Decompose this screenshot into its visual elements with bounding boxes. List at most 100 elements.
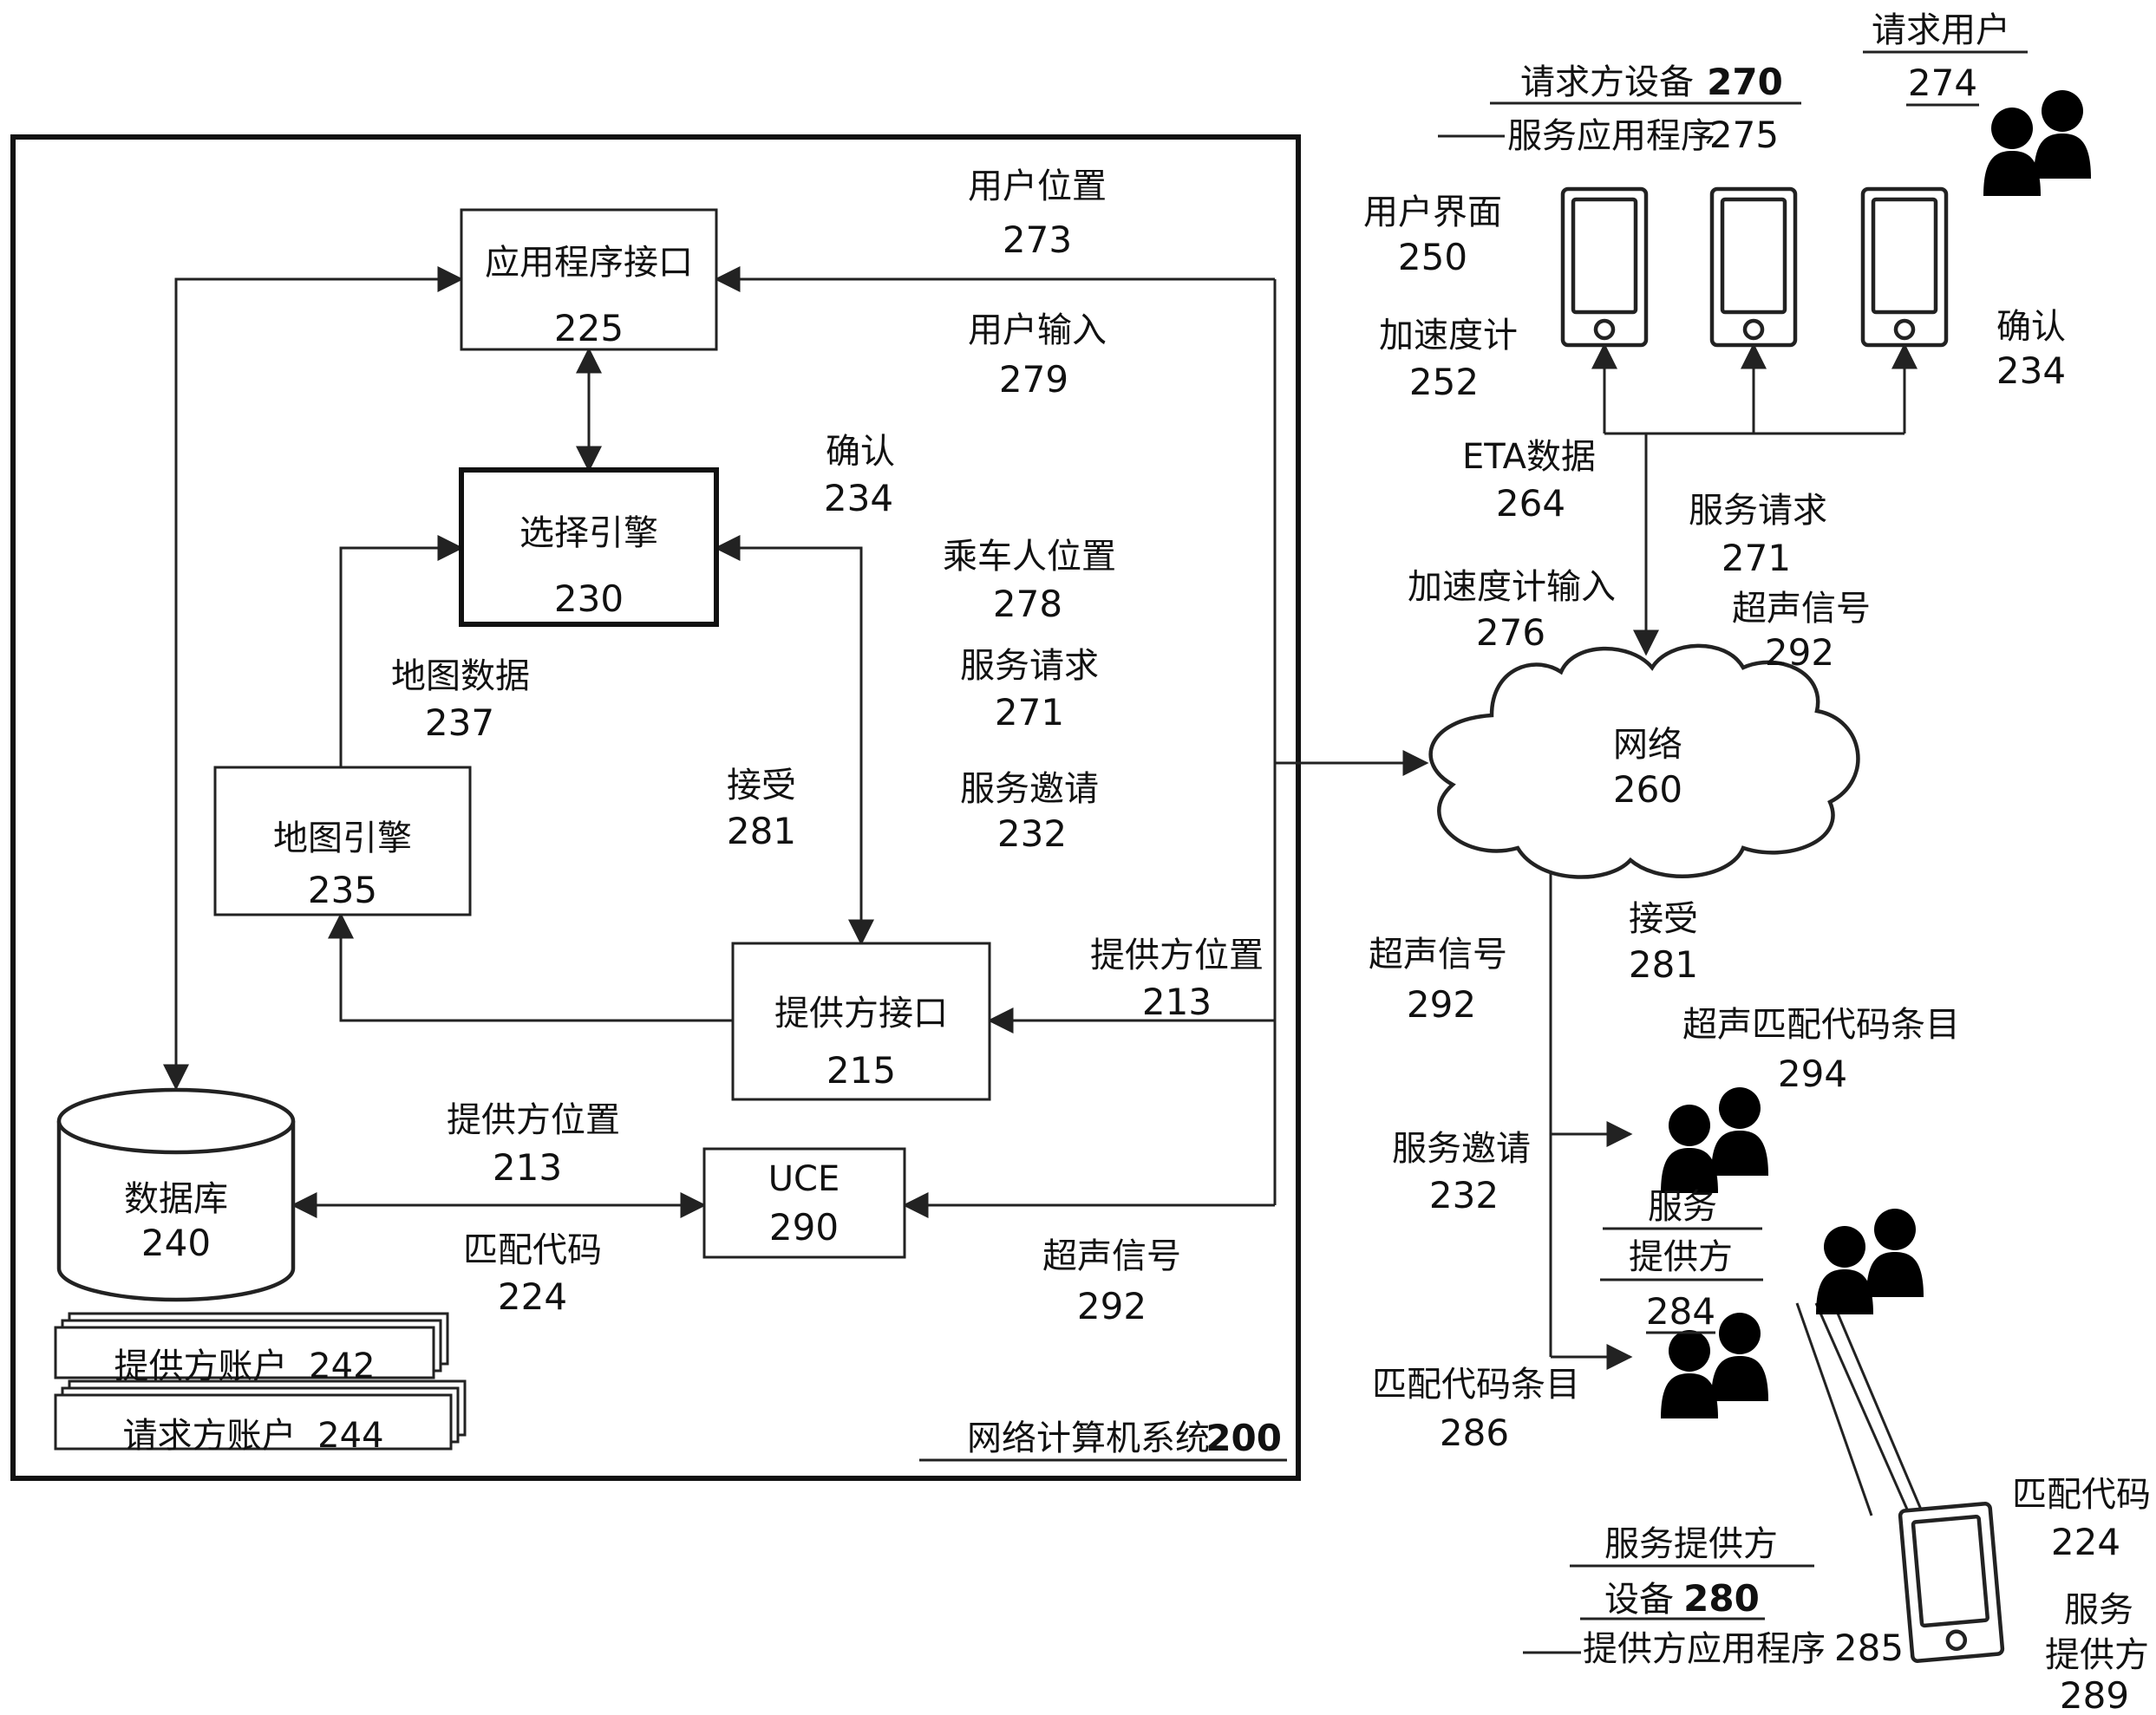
accelerometer-input-label: 加速度计输入 <box>1408 567 1616 607</box>
service-invite-inner-label: 服务邀请 <box>960 769 1099 809</box>
uce-num: 290 <box>769 1206 839 1249</box>
people-icon <box>1983 90 2091 196</box>
match-code-entry-num: 286 <box>1440 1412 1509 1454</box>
uce-label: UCE <box>768 1159 840 1199</box>
ultrasonic-match-entry-label: 超声匹配代码条目 <box>1682 1005 1960 1045</box>
accept-right-num: 281 <box>1629 943 1698 986</box>
requester-user-num: 274 <box>1908 62 1977 104</box>
arrow-db-app <box>163 266 464 1091</box>
provider-interface-node: 提供方接口 215 <box>731 942 991 1101</box>
user-location-label: 用户位置 <box>968 166 1107 206</box>
service-invite-right-num: 232 <box>1429 1174 1499 1216</box>
provider-289-line1: 服务 <box>2064 1590 2133 1630</box>
map-data-num: 237 <box>425 701 494 744</box>
requester-accounts-stack: 请求方账户 244 <box>54 1379 467 1456</box>
people-icon <box>1816 1209 1924 1314</box>
provider-accounts-stack: 提供方账户 242 <box>54 1312 449 1386</box>
ultrasonic-top-label: 超声信号 <box>1732 589 1871 629</box>
selection-engine-label: 选择引擎 <box>519 513 658 553</box>
eta-data-num: 264 <box>1496 482 1565 525</box>
app-interface-label: 应用程序接口 <box>485 243 693 283</box>
outer-labels: 请求用户 274 请求方设备 270 服务应用程序 275 用户界面 250 加… <box>1363 10 2151 1715</box>
provider-284-line2: 提供方 <box>1629 1237 1733 1277</box>
service-app-label: 服务应用程序 <box>1507 116 1715 156</box>
user-input-label: 用户输入 <box>968 310 1107 350</box>
ultrasonic-inner-num: 292 <box>1077 1285 1147 1327</box>
uce-node: UCE 290 <box>702 1147 906 1259</box>
provider-accounts-label: 提供方账户 <box>114 1347 287 1386</box>
requester-user-label: 请求用户 <box>1872 10 2010 50</box>
database-label: 数据库 <box>124 1179 228 1219</box>
match-code-device-label: 匹配代码 <box>2012 1475 2151 1515</box>
system-label: 网络计算机系统 200 <box>919 1417 1287 1462</box>
accept-right-label: 接受 <box>1629 899 1698 939</box>
service-invite-inner-num: 232 <box>997 812 1067 855</box>
confirm-inner-num: 234 <box>824 477 893 519</box>
system-label-text: 网络计算机系统 <box>967 1418 1210 1458</box>
confirm-right-label: 确认 <box>1996 307 2066 347</box>
ultrasonic-left-label: 超声信号 <box>1369 935 1507 975</box>
requester-device-num: 270 <box>1707 61 1783 103</box>
match-code-device-num: 224 <box>2051 1521 2120 1563</box>
map-engine-label: 地图引擎 <box>273 818 412 858</box>
network-label: 网络 <box>1613 725 1682 765</box>
requester-device-label: 请求方设备 <box>1520 62 1694 102</box>
network-computer-system-box <box>10 134 1301 1481</box>
rider-location-num: 278 <box>993 583 1062 625</box>
provider-device-line1: 服务提供方 <box>1604 1524 1778 1564</box>
svg-text:提供方账户 242: 提供方账户 242 <box>114 1347 375 1386</box>
phone-icon <box>1860 186 1949 348</box>
provider-location-db-label: 提供方位置 <box>447 1100 620 1140</box>
user-location-num: 273 <box>1003 218 1072 261</box>
provider-interface-label: 提供方接口 <box>774 994 948 1034</box>
ultrasonic-match-entry-num: 294 <box>1778 1053 1847 1095</box>
provider-location-right-label: 提供方位置 <box>1090 936 1264 975</box>
provider-location-right-num: 213 <box>1142 981 1212 1023</box>
selection-engine-node: 选择引擎 230 <box>459 467 719 627</box>
phone-icon <box>1898 1502 2005 1663</box>
provider-device-beam <box>1795 1302 1925 1516</box>
confirm-right-num: 234 <box>1996 349 2066 392</box>
match-code-inner-num: 224 <box>498 1275 567 1318</box>
ultrasonic-inner-label: 超声信号 <box>1042 1236 1181 1276</box>
service-request-right-num: 271 <box>1722 537 1791 579</box>
provider-app-num: 285 <box>1834 1627 1904 1669</box>
provider-app-label: 提供方应用程序 <box>1583 1629 1826 1669</box>
arrow-selection-provider <box>714 535 874 946</box>
ultrasonic-top-num: 292 <box>1765 631 1834 674</box>
map-engine-num: 235 <box>308 869 377 911</box>
provider-device-line2: 设备 <box>1604 1580 1674 1620</box>
network-num: 260 <box>1613 768 1682 811</box>
match-code-inner-label: 匹配代码 <box>463 1230 602 1270</box>
service-app-num: 275 <box>1709 114 1779 156</box>
connectors <box>163 266 1918 1370</box>
phone-icon <box>1709 186 1798 348</box>
system-label-num: 200 <box>1205 1417 1282 1459</box>
cloud-icon: 网络 260 <box>1428 643 1860 879</box>
user-interface-num: 250 <box>1398 236 1467 278</box>
ultrasonic-left-num: 292 <box>1407 983 1476 1026</box>
database-num: 240 <box>141 1222 211 1264</box>
rider-location-label: 乘车人位置 <box>943 537 1116 577</box>
match-code-entry-label: 匹配代码条目 <box>1372 1365 1580 1405</box>
database-icon: 数据库 240 <box>56 1087 296 1302</box>
people-icon <box>1661 1087 1768 1193</box>
service-request-right-label: 服务请求 <box>1689 491 1827 531</box>
phone-icon <box>1560 186 1649 348</box>
app-interface-num: 225 <box>554 307 624 349</box>
service-request-inner-label: 服务请求 <box>960 646 1099 686</box>
confirm-inner-label: 确认 <box>826 432 895 472</box>
map-data-label: 地图数据 <box>391 656 530 696</box>
requester-accounts-label: 请求方账户 <box>122 1416 296 1456</box>
user-interface-label: 用户界面 <box>1363 192 1502 232</box>
provider-284-line1: 服务 <box>1648 1187 1717 1227</box>
provider-device-num: 280 <box>1683 1577 1760 1620</box>
provider-284-num: 284 <box>1646 1290 1715 1333</box>
provider-interface-num: 215 <box>826 1049 896 1092</box>
inner-labels: 用户位置 273 用户输入 279 确认 234 乘车人位置 278 服务请求 … <box>391 166 1264 1327</box>
service-invite-right-label: 服务邀请 <box>1392 1129 1531 1169</box>
provider-289-num: 289 <box>2060 1674 2129 1715</box>
eta-data-label: ETA数据 <box>1462 437 1596 477</box>
selection-engine-num: 230 <box>554 577 624 620</box>
